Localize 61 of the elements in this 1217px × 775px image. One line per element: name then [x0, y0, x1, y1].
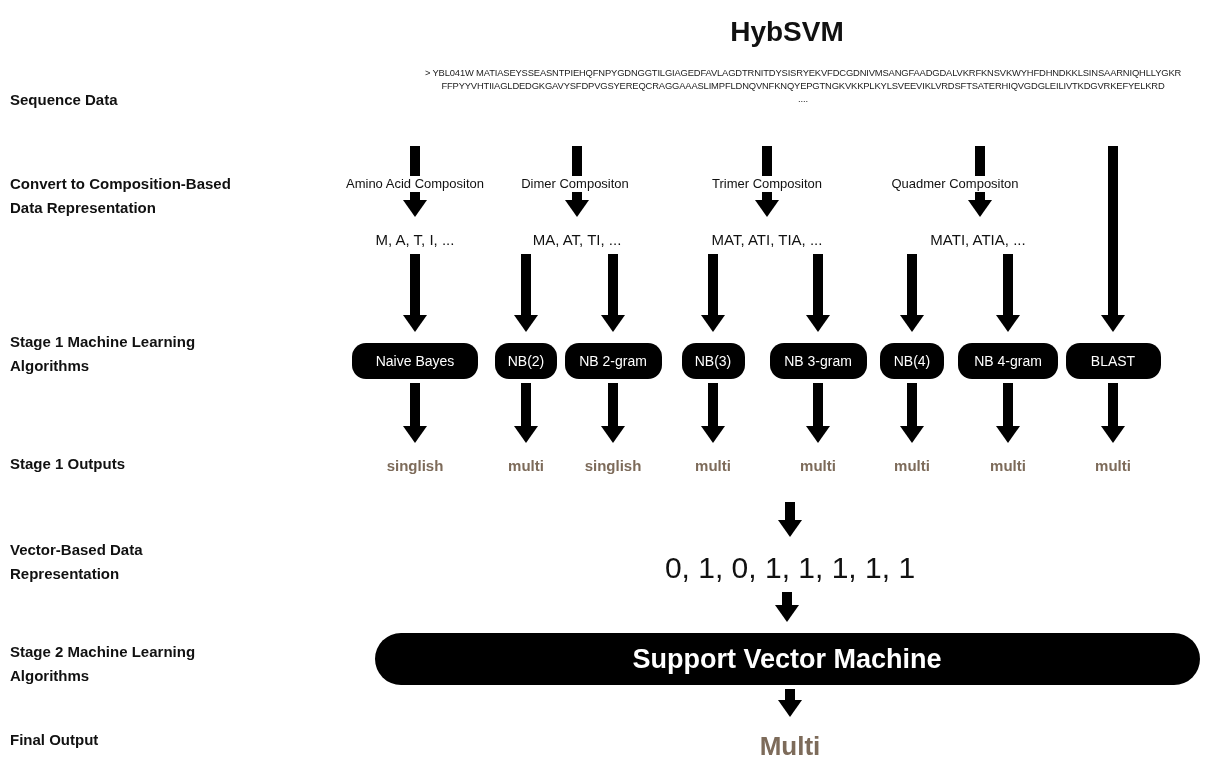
arrow	[806, 254, 830, 332]
composition-text: MATI, ATIA, ...	[930, 230, 1026, 248]
arrow	[514, 383, 538, 443]
composition-text: M, A, T, I, ...	[375, 230, 455, 248]
arrow	[1101, 146, 1125, 332]
edge-label: Amino Acid Compositon	[345, 176, 485, 192]
arrow	[775, 592, 799, 622]
row-heading: Convert to Composition-Based Data Representation	[10, 174, 232, 218]
svm-bar: Support Vector Machine	[374, 633, 1200, 685]
composition-text: MAT, ATI, TIA, ...	[711, 230, 823, 248]
algorithm-pill: Naive Bayes	[352, 343, 478, 379]
row-heading: Stage 2 Machine Learning Algorithms	[10, 642, 197, 686]
output-label: multi	[990, 456, 1026, 474]
arrow	[565, 146, 589, 217]
edge-label: Dimer Compositon	[520, 176, 630, 192]
algorithm-pill: NB 2-gram	[564, 343, 662, 379]
arrow	[514, 254, 538, 332]
row-heading: Vector-Based Data Representation	[10, 540, 144, 584]
algorithm-pill: NB(3)	[681, 343, 745, 379]
output-label: multi	[695, 456, 731, 474]
arrow	[1101, 383, 1125, 443]
output-label: multi	[508, 456, 544, 474]
vector-text: 0, 1, 0, 1, 1, 1, 1, 1	[664, 551, 916, 585]
output-label: singlish	[584, 456, 642, 474]
arrow	[900, 254, 924, 332]
sequence-line: > YBL041W MATIASEYSSEASNTPIEHQFNPYGDNGGTILGIAGEDFAVLAGDTRNITDYSISRYEKVFDCGDNIVMSANGFAADGDALVKRFKNSVKWYHFDHNDKKLSINSAARNIQHLLYGKR	[424, 66, 1182, 79]
arrow	[755, 146, 779, 217]
arrow	[778, 689, 802, 717]
sequence-line: FFPYYVHTIIAGLDEDGKGAVYSFDPVGSYEREQCRAGGAAASLIMPFLDNQVNFKNQYEPGTNGKVKKPLKYLSVEEVIKLVRDSFTSATERHIQVGDGLEILIVTKDGVRKEFYELKRD	[441, 79, 1165, 92]
arrow	[996, 383, 1020, 443]
output-label: multi	[800, 456, 836, 474]
row-heading: Sequence Data	[10, 90, 119, 110]
output-label: multi	[894, 456, 930, 474]
arrow	[601, 254, 625, 332]
edge-label: Trimer Compositon	[711, 176, 823, 192]
arrow	[806, 383, 830, 443]
arrow	[996, 254, 1020, 332]
arrow	[403, 254, 427, 332]
title: HybSVM	[729, 16, 845, 48]
algorithm-pill: NB(4)	[880, 343, 944, 379]
composition-text: MA, AT, TI, ...	[532, 230, 622, 248]
arrow	[601, 383, 625, 443]
arrow	[900, 383, 924, 443]
arrow	[403, 383, 427, 443]
output-label: singlish	[386, 456, 444, 474]
arrow	[968, 146, 992, 217]
algorithm-pill: BLAST	[1065, 343, 1161, 379]
output-label: multi	[1095, 456, 1131, 474]
row-heading: Final Output	[10, 730, 100, 750]
arrow	[701, 383, 725, 443]
algorithm-pill: NB(2)	[495, 343, 557, 379]
sequence-line: ....	[798, 92, 808, 105]
arrow	[778, 502, 802, 537]
edge-label: Quadmer Compositon	[890, 176, 1020, 192]
algorithm-pill: NB 3-gram	[769, 343, 867, 379]
row-heading: Stage 1 Outputs	[10, 454, 126, 474]
algorithm-pill: NB 4-gram	[958, 343, 1058, 379]
row-heading: Stage 1 Machine Learning Algorithms	[10, 332, 197, 376]
arrow	[701, 254, 725, 332]
final-output-label: Multi	[759, 730, 821, 762]
arrow	[403, 146, 427, 217]
